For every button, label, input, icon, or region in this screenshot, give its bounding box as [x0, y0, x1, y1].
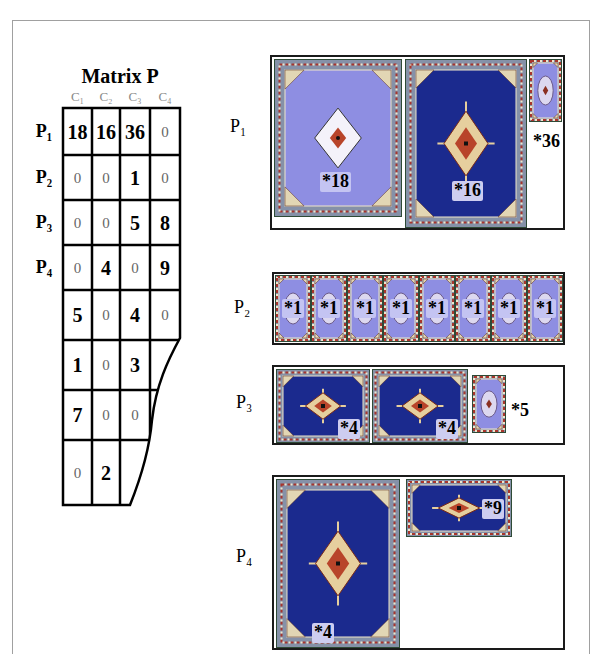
carpet-count: *36 — [531, 132, 562, 152]
matrix-cell: 0 — [74, 169, 82, 186]
torn-matrix-outline — [63, 108, 180, 505]
matrix-cell: 0 — [74, 214, 82, 231]
column-header: C₂ — [99, 90, 112, 104]
matrix-cell: 0 — [74, 464, 82, 481]
carpet: *5 — [472, 375, 506, 433]
matrix-cell: 4 — [130, 304, 140, 326]
matrix-cell: 0 — [102, 407, 110, 424]
matrix-cell: 0 — [161, 169, 169, 186]
carpet: *1 — [311, 275, 347, 342]
matrix-cell: 18 — [68, 121, 88, 143]
matrix-cell: 36 — [125, 121, 145, 143]
column-header: C₁ — [71, 90, 84, 104]
carpet-count: *1 — [390, 299, 412, 319]
carpet: *1 — [347, 275, 383, 342]
carpet: *9 — [406, 479, 512, 537]
carpet-count: *4 — [436, 419, 458, 439]
carpet-count: *16 — [452, 181, 483, 201]
carpet: *1 — [419, 275, 455, 342]
carpet: *1 — [275, 275, 311, 342]
matrix-cell: 0 — [102, 214, 110, 231]
matrix-cell: 0 — [74, 259, 82, 276]
matrix-cell: 9 — [160, 257, 170, 279]
matrix-cell: 2 — [101, 462, 111, 484]
carpet: *4 — [276, 369, 370, 443]
matrix-cell: 8 — [160, 212, 170, 234]
matrix-cell: 0 — [161, 123, 169, 140]
carpet-illustration — [276, 479, 400, 648]
carpet-illustration — [472, 375, 506, 433]
carpet-count: *1 — [498, 299, 520, 319]
matrix-cell: 1 — [73, 354, 83, 376]
carpet-panel: P₂*1*1*1*1*1*1*1*1 — [272, 272, 565, 345]
matrix-cell: 0 — [131, 407, 139, 424]
carpet: *1 — [455, 275, 491, 342]
carpet-count: *1 — [534, 299, 556, 319]
carpet: *4 — [276, 479, 400, 648]
carpet-panel: P₁*18*16*36 — [270, 55, 565, 230]
carpet-count: *1 — [318, 299, 340, 319]
page-frame — [13, 21, 590, 654]
panel-label: P₂ — [234, 298, 250, 318]
carpet: *1 — [383, 275, 419, 342]
carpet: *1 — [491, 275, 527, 342]
panel-label: P₄ — [236, 547, 252, 567]
matrix-cell: 0 — [102, 357, 110, 374]
carpet: *16 — [405, 59, 527, 228]
matrix-cell: 0 — [131, 259, 139, 276]
carpet-illustration — [405, 59, 527, 228]
row-header: P₃ — [36, 213, 52, 233]
row-header: P₂ — [36, 168, 52, 188]
matrix-cell: 3 — [130, 354, 140, 376]
carpet-illustration — [529, 59, 562, 122]
carpet-count: *18 — [320, 172, 351, 192]
matrix-cell: 7 — [73, 404, 83, 426]
carpet-count: *1 — [354, 299, 376, 319]
row-header: P₁ — [36, 122, 52, 142]
matrix-cell: 16 — [96, 121, 116, 143]
carpet-count: *4 — [312, 623, 334, 643]
carpet-illustration — [274, 59, 402, 217]
carpet: *18 — [274, 59, 402, 217]
carpet-count: *5 — [509, 401, 531, 421]
matrix-cell: 0 — [102, 307, 110, 324]
matrix-cell: 1 — [130, 167, 140, 189]
carpet: *1 — [527, 275, 563, 342]
matrix-title: Matrix P — [81, 65, 158, 87]
carpet-count: *9 — [482, 499, 504, 519]
carpet-count: *1 — [462, 299, 484, 319]
matrix-cell: 5 — [73, 304, 83, 326]
panel-label: P₁ — [230, 117, 246, 137]
column-header: C₃ — [128, 90, 141, 104]
matrix-cell: 5 — [130, 212, 140, 234]
carpet: *36 — [529, 59, 562, 122]
matrix-cell: 4 — [101, 257, 111, 279]
carpet-count: *4 — [338, 419, 360, 439]
carpet-panel: P₃*4*4*5 — [272, 365, 565, 445]
column-header: C₄ — [158, 90, 171, 104]
carpet-panel: P₄*4*9 — [272, 475, 565, 650]
matrix-grid — [63, 108, 180, 505]
matrix-cell: 0 — [161, 307, 169, 324]
carpet-count: *1 — [282, 299, 304, 319]
carpet-count: *1 — [426, 299, 448, 319]
panel-label: P₃ — [236, 393, 252, 413]
row-header: P₄ — [36, 258, 52, 278]
carpet: *4 — [372, 369, 468, 443]
matrix-cell: 0 — [102, 169, 110, 186]
